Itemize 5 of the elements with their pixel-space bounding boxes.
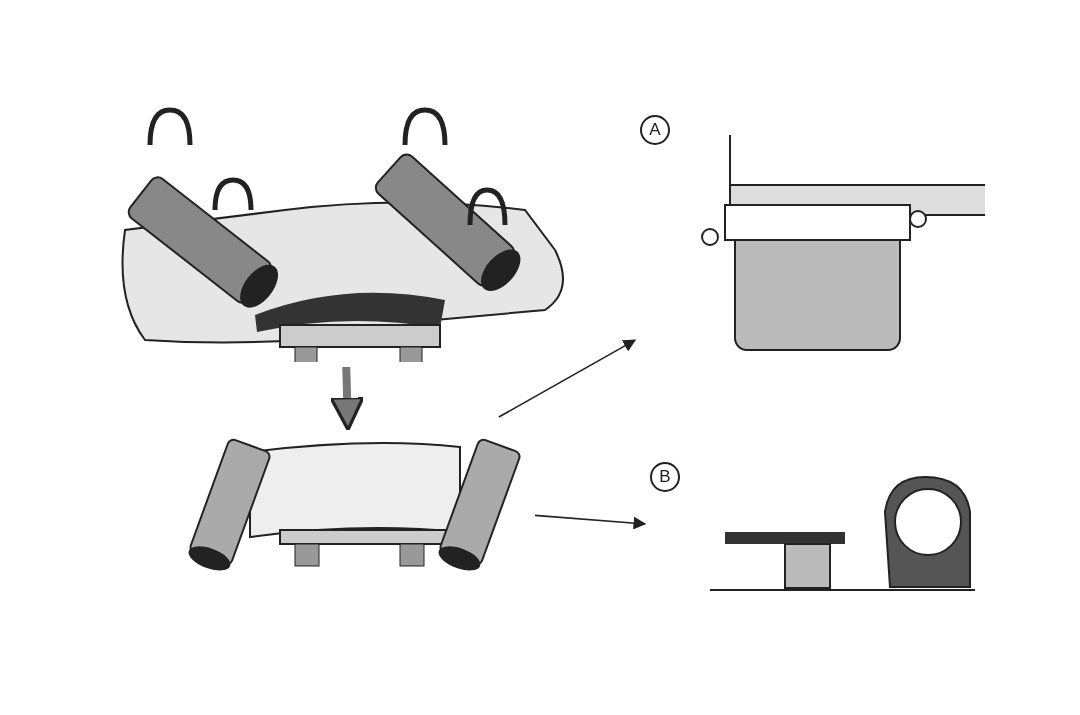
view-letter: B (650, 462, 680, 492)
arrow (498, 339, 637, 418)
view-letter: A (640, 115, 670, 145)
arrow (329, 366, 365, 432)
arrow (534, 514, 647, 530)
